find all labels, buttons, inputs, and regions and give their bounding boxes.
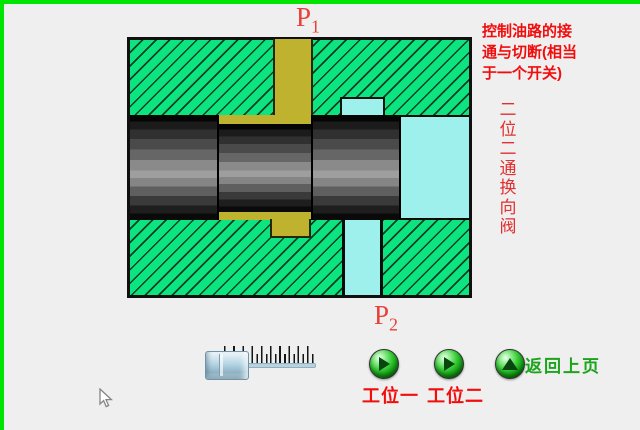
workstation2-label[interactable]: 工位二 [427, 386, 484, 406]
slider-thumb[interactable] [205, 351, 249, 380]
workstation1-play-button[interactable] [369, 349, 399, 379]
play-icon [444, 357, 455, 371]
mouse-cursor-icon [99, 388, 114, 408]
spool-left-land [130, 115, 217, 220]
valve-name-char: 二 [499, 100, 517, 119]
back-button[interactable] [495, 349, 525, 379]
control-annotation: 控制油路的接 通与切断(相当 于一个开关) [482, 21, 640, 84]
valve-name-char: 二 [499, 139, 517, 158]
p2-cyan-channel [342, 220, 383, 295]
spool-middle-section [219, 124, 311, 212]
slider-thumb-ridge [219, 354, 223, 376]
p1-oil-channel [273, 39, 313, 118]
valve-name-char: 向 [499, 197, 517, 217]
p1-letter: P [296, 2, 312, 32]
stage-border-top [0, 0, 640, 4]
spool-right-land [313, 115, 401, 220]
annotation-line: 控制油路的接 [482, 23, 573, 40]
up-arrow-icon [502, 358, 518, 370]
right-cyan-chamber [401, 115, 469, 220]
valve-name-char: 通 [499, 158, 517, 178]
port-p1-label: P1 [296, 2, 320, 41]
play-icon [379, 357, 390, 371]
valve-name-char: 位 [499, 119, 517, 139]
valve-name-char: 换 [499, 178, 517, 197]
workstation2-play-button[interactable] [434, 349, 464, 379]
stage-border-left [0, 0, 4, 430]
p2-letter: P [374, 300, 390, 330]
workstation1-label[interactable]: 工位一 [362, 386, 419, 406]
valve-name-vertical: 二 位 二 通 换 向 阀 [496, 100, 520, 237]
p1-subscript: 1 [311, 16, 321, 37]
p2-subscript: 2 [389, 314, 399, 335]
port-p2-label: P2 [374, 300, 398, 339]
annotation-line: 于一个开关) [482, 65, 562, 82]
spool-middle-groove-oil [217, 115, 313, 220]
p2-oil-stub [270, 219, 311, 238]
top-cyan-port [340, 97, 385, 117]
back-link-label[interactable]: 返回上页 [525, 357, 601, 376]
valve-name-char: 阀 [499, 217, 517, 236]
annotation-line: 通与切断(相当 [482, 44, 577, 61]
